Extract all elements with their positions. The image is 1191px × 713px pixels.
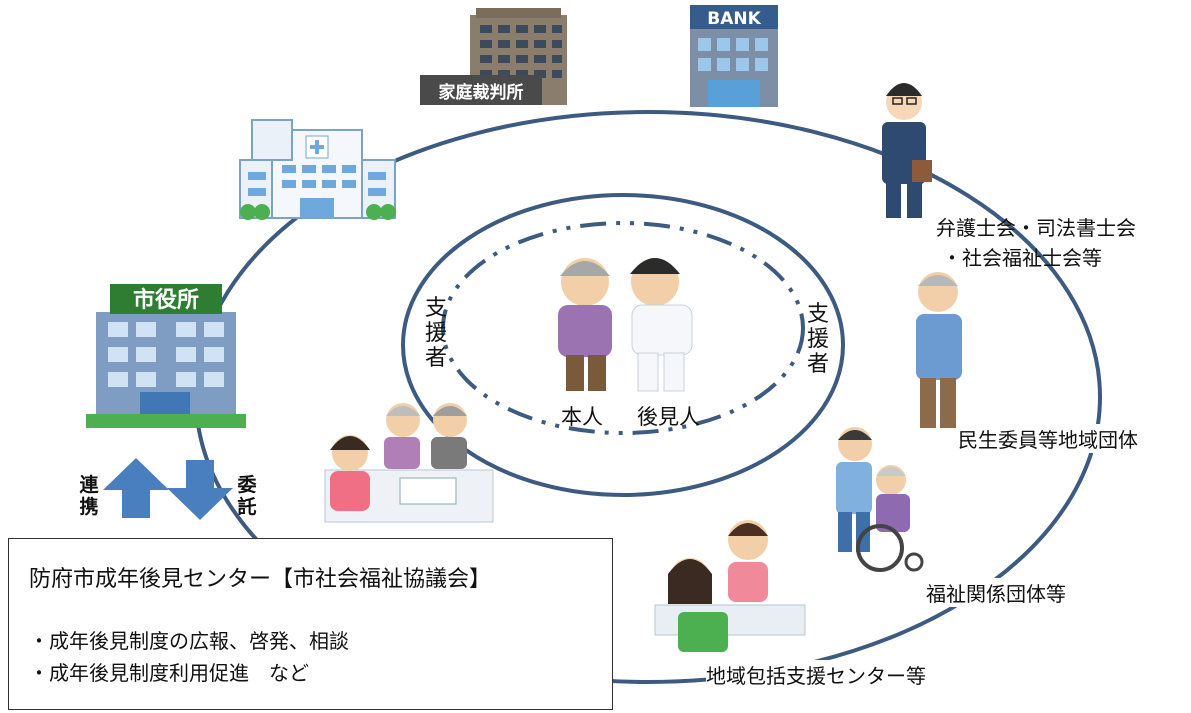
cooperation-char-2: 携 [79,496,99,518]
consignment-char-2: 託 [237,496,257,518]
bank-sign-text: BANK [707,9,761,29]
community-groups-label: 民生委員等地域団体 [958,424,1138,453]
consignment-char-1: 委 [237,474,257,496]
regional-support-center-label: 地域包括支援センター等 [706,660,926,689]
court-sign-text: 家庭裁判所 [439,82,524,103]
cooperation-label: 連 携 [78,474,100,518]
lawyers-association-label-line2: ・社会福祉士会等 [942,246,1102,270]
city-hall-sign-text: 市役所 [133,287,199,313]
caregiver-wheelchair-figure [836,427,924,572]
middle-ring [401,193,845,497]
guardian-label: 後見人 [637,405,700,429]
right-supporter-char-1: 支 [806,302,829,327]
down-arrow [167,460,233,520]
city-hall-building: 市役所 [86,284,246,428]
welfare-groups-label: 福祉関係団体等 [926,578,1066,607]
community-volunteer-figure [916,272,962,428]
bank-building: BANK [690,5,778,107]
principal-figure [558,258,612,391]
principal-label: 本人 [561,405,603,429]
left-supporter-char-2: 援 [424,321,447,346]
hospital-building [239,119,396,220]
family-court-building: 家庭裁判所 [420,8,567,105]
inner-dashdot-ring [441,221,805,435]
lawyers-association-label-line1: 弁護士会・司法書士会 [936,216,1136,240]
guardianship-center-bullet-2: ・成年後見制度利用促進 など [29,661,309,685]
right-supporter-char-3: 者 [806,352,829,377]
guardianship-center-title: 防府市成年後見センター【市社会福祉協議会】 [29,567,492,592]
cooperation-char-1: 連 [79,474,99,496]
guardianship-center-bullet-1: ・成年後見制度の広報、啓発、相談 [29,629,349,653]
center-consultation-figure [324,403,494,523]
guardianship-center-box: 防府市成年後見センター【市社会福祉協議会】 ・成年後見制度の広報、啓発、相談 ・… [8,538,613,710]
right-supporter-label: 支 援 者 [806,302,830,377]
left-supporter-char-1: 支 [424,296,447,321]
regional-center-consult-figure [654,520,806,652]
lawyer-figure [882,83,932,218]
up-arrow [103,458,169,518]
left-supporter-char-3: 者 [424,346,447,371]
left-supporter-label: 支 援 者 [424,296,448,371]
consignment-label: 委 託 [236,474,258,518]
right-supporter-char-2: 援 [806,327,829,352]
guardian-figure [630,258,693,392]
